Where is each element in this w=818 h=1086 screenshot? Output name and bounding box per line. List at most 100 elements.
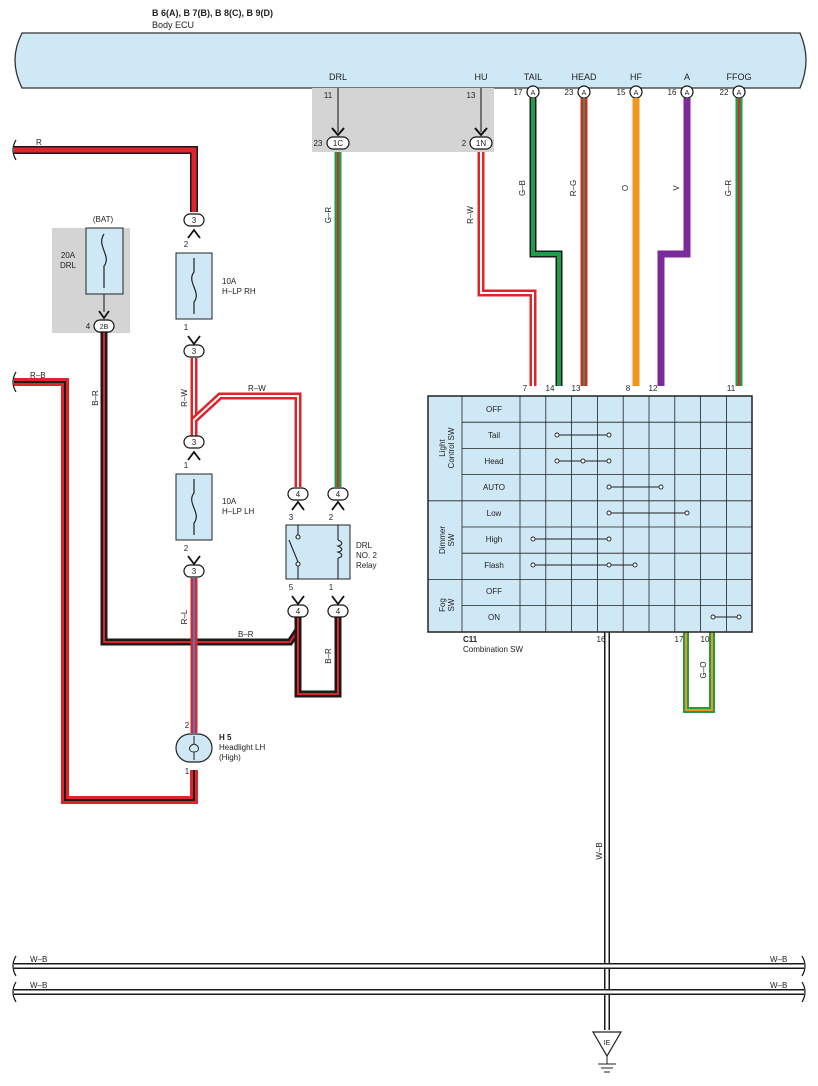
connector-lh-bottom-label: 3	[192, 567, 197, 576]
headlight-pin-bottom: 1	[185, 767, 190, 776]
switch-contacts	[530, 432, 742, 620]
label-b-r-3: B–R	[324, 648, 333, 664]
fuse-drl-conn-label: 2B	[100, 324, 109, 331]
ecu-terminal-ffog: FFOG	[727, 72, 752, 82]
junction-conn-1n	[469, 136, 493, 150]
group-light-1: Light	[438, 439, 447, 457]
row-off-light: OFF	[486, 405, 502, 414]
label-r-w-2: R–W	[248, 384, 266, 393]
label-g-o: G–O	[699, 662, 708, 679]
label-g-r-2: G–R	[724, 180, 733, 197]
ecu-terminal-tail: TAIL	[524, 72, 542, 82]
label-r-w-1: R–W	[180, 389, 189, 407]
headlight-pin-top: 2	[185, 721, 190, 730]
ecu-pin-tail: 17	[514, 88, 523, 97]
junction-conn-1c	[326, 136, 350, 150]
row-flash: Flash	[484, 561, 504, 570]
row-auto: AUTO	[483, 483, 505, 492]
conn-a-head: A	[582, 90, 587, 97]
sw-pin-12: 12	[649, 384, 658, 393]
ecu-a-connectors	[526, 85, 746, 99]
relay-conn-top-left	[287, 487, 309, 501]
ground-earth-lines	[598, 1056, 616, 1073]
conn-a-ffog: A	[737, 90, 742, 97]
ground-label: IE	[604, 1040, 611, 1047]
label-w-b: W–B	[595, 842, 604, 859]
relay-pin-3: 3	[289, 513, 294, 522]
label-r-w-3: R–W	[466, 206, 475, 224]
label-w-b-bus-1-left: W–B	[30, 955, 47, 964]
wire-v	[657, 98, 691, 386]
label-w-b-bus-1-right: W–B	[770, 955, 787, 964]
ecu-pin-hu: 13	[467, 91, 476, 100]
fuse-rh-pin-top: 2	[184, 240, 189, 249]
drl-relay	[285, 524, 351, 580]
ecu-terminal-head: HEAD	[571, 72, 597, 82]
sw-pin-16: 16	[597, 635, 606, 644]
relay-pin-2: 2	[329, 513, 334, 522]
fuse-rh-name: H–LP RH	[222, 287, 256, 296]
relay-pin-5: 5	[289, 583, 294, 592]
junction-pin-hu: 2	[462, 139, 467, 148]
junction-conn-1c-label: 1C	[333, 139, 343, 148]
connector-rh-bottom-label: 3	[192, 347, 197, 356]
sw-pin-17: 17	[675, 635, 684, 644]
relay-conn-top-right	[327, 487, 349, 501]
label-w-b-bus-2-right: W–B	[770, 981, 787, 990]
wire-r-w-relay	[191, 392, 302, 487]
row-low: Low	[487, 509, 502, 518]
ecu-pin-drl: 11	[324, 91, 333, 100]
ecu-pin-head: 23	[565, 88, 574, 97]
arrow-hu-junction	[474, 127, 488, 137]
fuse-lh-name: H–LP LH	[222, 507, 255, 516]
relay-conn-bottom-left	[287, 604, 309, 618]
ecu-terminal-drl: DRL	[329, 72, 347, 82]
relay-pin-1: 1	[329, 583, 334, 592]
group-dimmer-1: Dimmer	[438, 526, 447, 554]
arrow-drl-junction	[331, 127, 345, 137]
fuse-lh-pin-bottom: 2	[184, 544, 189, 553]
sw-pin-10: 10	[701, 635, 710, 644]
label-g-b: G–B	[518, 180, 527, 196]
wire-g-b	[529, 98, 563, 386]
combination-sw-id: C11	[463, 635, 478, 644]
row-high: High	[486, 535, 502, 544]
relay-name-3: Relay	[356, 561, 376, 570]
label-r: R	[36, 138, 42, 147]
label-g-r-1: G–R	[324, 207, 333, 224]
fuse-drl-pin: 4	[86, 322, 91, 331]
fuse-drl-rating: 20A	[61, 251, 76, 260]
fuse-rh-rating: 10A	[222, 277, 237, 286]
ecu-pin-hf: 15	[617, 88, 626, 97]
relay-conn-top-left-label: 4	[296, 490, 301, 499]
conn-a-a: A	[685, 90, 690, 97]
sw-pin-11: 11	[727, 384, 736, 393]
headlight-filament	[189, 736, 199, 760]
fuse-drl-source: (BAT)	[93, 215, 114, 224]
label-w-b-bus-2-left: W–B	[30, 981, 47, 990]
headlight-sub: (High)	[219, 753, 241, 762]
fuse-lh-pin-top: 1	[184, 461, 189, 470]
relay-name-1: DRL	[356, 541, 373, 550]
fuse-lh-rating: 10A	[222, 497, 237, 506]
relay-conn-bottom-right-label: 4	[336, 607, 341, 616]
fuse-drl-name: DRL	[60, 261, 77, 270]
junction-pin-drl: 23	[314, 139, 323, 148]
label-b-r-2: B–R	[238, 630, 254, 639]
label-v: V	[672, 185, 681, 191]
ecu-terminal-hf: HF	[630, 72, 642, 82]
row-on: ON	[488, 613, 500, 622]
group-fog-2: SW	[447, 598, 456, 611]
label-r-l: R–L	[180, 609, 189, 624]
label-r-b: R–B	[30, 371, 46, 380]
row-head: Head	[484, 457, 503, 466]
fuse-drl-connector	[93, 319, 115, 333]
connector-lh-bottom	[183, 564, 205, 578]
sw-pin-13: 13	[572, 384, 581, 393]
group-light-2: Control SW	[447, 427, 456, 468]
body-ecu-bar	[14, 32, 807, 89]
sw-pin-8: 8	[626, 384, 631, 393]
row-tail: Tail	[488, 431, 500, 440]
conn-a-hf: A	[634, 90, 639, 97]
